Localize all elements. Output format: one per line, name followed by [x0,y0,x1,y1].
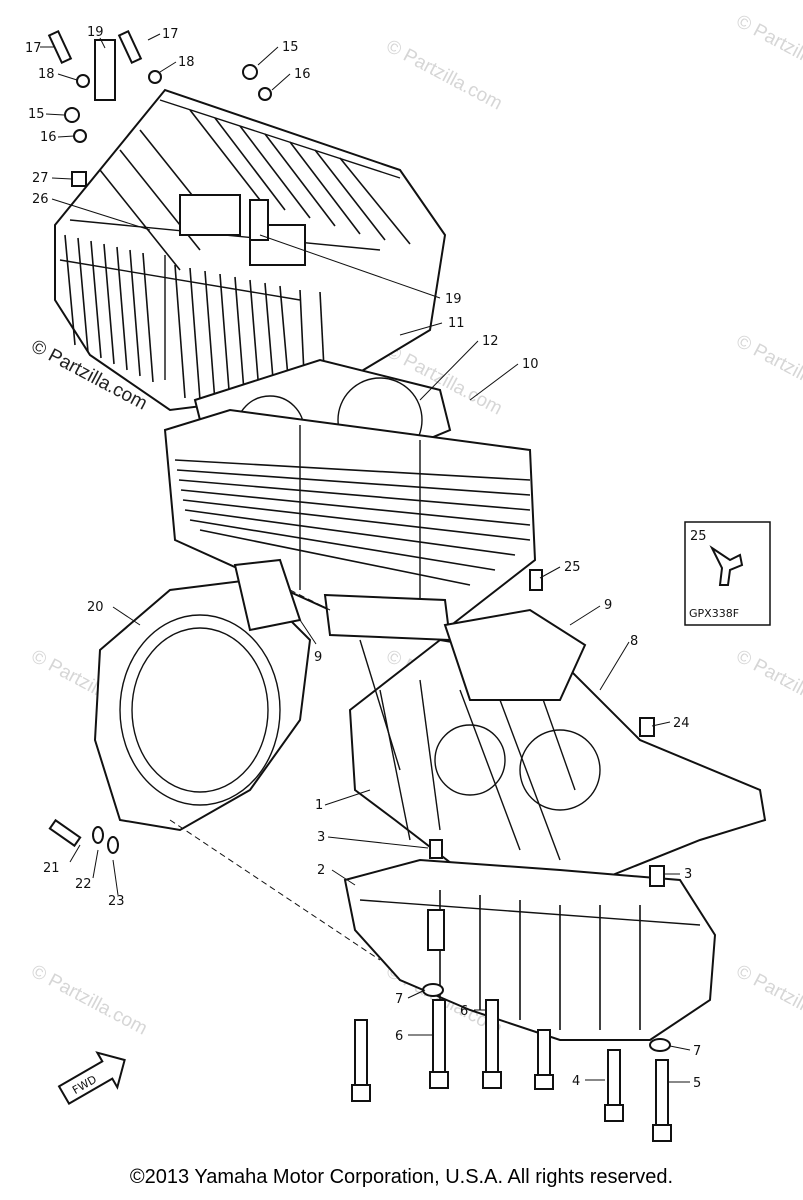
callout-27: 27 [32,171,49,186]
inset-box: 25 GPX338F [684,521,771,626]
callout-11: 11 [448,316,465,331]
head-hardware [47,29,272,241]
callout-25: 25 [564,560,581,575]
callout-9: 9 [314,650,322,665]
callout-17: 17 [25,41,42,56]
alignment-line [169,819,381,961]
callout-16: 16 [294,67,311,82]
alignment-line [289,589,331,611]
callout-17: 17 [162,27,179,42]
bottom-bolts [48,569,672,1142]
callout-16: 16 [40,130,57,145]
callout-21: 21 [43,861,60,876]
callout-10: 10 [522,357,539,372]
watermark: © Partzilla.com [733,646,803,725]
inset-part-number: 25 [690,529,707,544]
callout-26: 26 [32,192,49,207]
callout-20: 20 [87,600,104,615]
watermark: © Partzilla.com [28,961,151,1040]
callout-18: 18 [38,67,55,82]
watermark: © Partzilla.com [733,331,803,410]
callout-6: 6 [395,1029,403,1044]
callout-22: 22 [75,877,92,892]
callout-12: 12 [482,334,499,349]
callout-4: 4 [572,1074,580,1089]
watermark: © Partzilla.com [733,961,803,1040]
callout-15: 15 [28,107,45,122]
callout-15: 15 [282,40,299,55]
callout-19: 19 [87,25,104,40]
callout-5: 5 [693,1076,701,1091]
callout-1: 1 [315,798,323,813]
flywheel-cover [93,558,312,832]
watermark: © Partzilla.com [383,36,506,115]
callout-8: 8 [630,634,638,649]
watermark: © Partzilla.com [733,11,803,90]
copyright-notice: ©2013 Yamaha Motor Corporation, U.S.A. A… [129,1166,674,1188]
callout-3: 3 [317,830,325,845]
callout-6: 6 [460,1004,468,1019]
fwd-arrow: FWD [57,1051,126,1106]
callout-19: 19 [445,292,462,307]
callout-3: 3 [684,867,692,882]
callout-labels: 17 19 17 18 18 15 16 15 16 27 26 19 11 1… [25,25,701,1091]
callout-18: 18 [178,55,195,70]
inset-code: GPX338F [689,607,739,620]
leader-lines [40,33,691,1083]
cylinder-head [54,88,447,412]
callout-2: 2 [317,863,325,878]
callout-7: 7 [395,992,403,1007]
callout-24: 24 [673,716,690,731]
crankcase-upper [348,608,767,882]
callout-7: 7 [693,1044,701,1059]
callout-23: 23 [108,894,125,909]
callout-9: 9 [604,598,612,613]
